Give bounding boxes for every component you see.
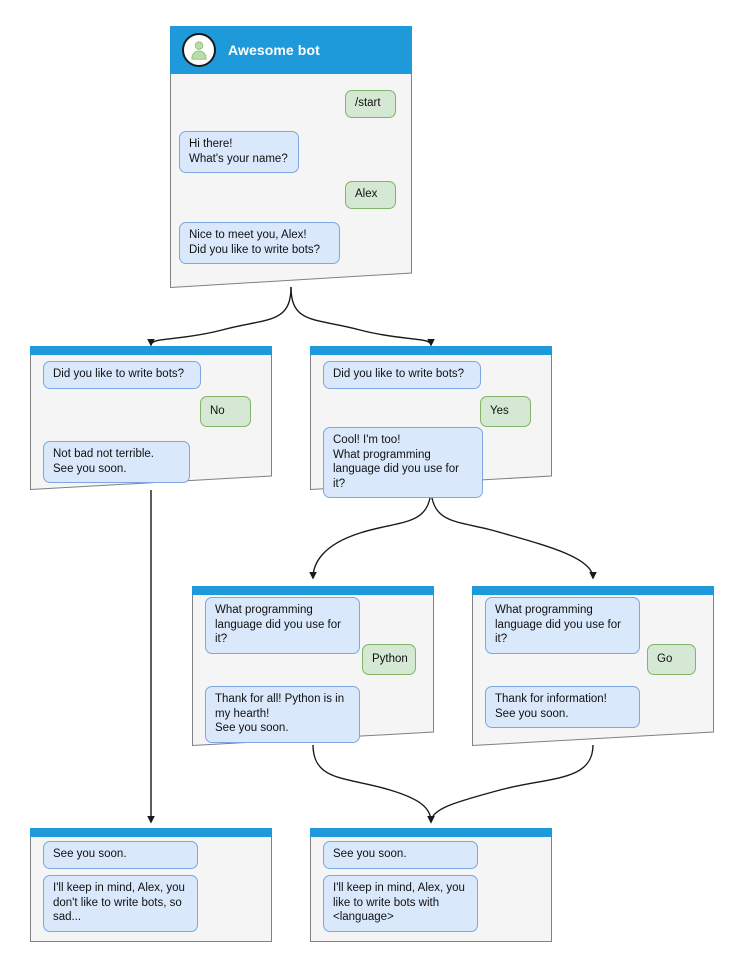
connector-start-to-no	[147, 286, 292, 347]
card-start-header: Awesome bot	[170, 26, 412, 74]
avatar	[182, 33, 216, 67]
message-bubble-user: Alex	[345, 181, 396, 209]
card-end-happy[interactable]: See you soon. I'll keep in mind, Alex, y…	[310, 828, 552, 942]
card-lang-go-header	[472, 586, 714, 595]
card-end-sad[interactable]: See you soon. I'll keep in mind, Alex, y…	[30, 828, 272, 942]
card-end-happy-header	[310, 828, 552, 837]
person-icon	[191, 41, 207, 60]
connector-go-to-end-happy	[427, 744, 594, 824]
message-bubble-user: /start	[345, 90, 396, 118]
message-bubble-user: Yes	[480, 396, 531, 427]
connector-start-to-yes	[290, 286, 435, 347]
card-start[interactable]: Awesome bot /start Hi there! What's your…	[170, 26, 412, 288]
message-bubble-user: No	[200, 396, 251, 427]
message-bubble-bot: Hi there! What's your name?	[179, 131, 299, 173]
message-bubble-bot: Not bad not terrible. See you soon.	[43, 441, 190, 483]
message-bubble-user: Python	[362, 644, 416, 675]
message-bubble-bot: Did you like to write bots?	[323, 361, 481, 389]
message-bubble-bot: Cool! I'm too! What programming language…	[323, 427, 483, 498]
card-lang-go[interactable]: What programming language did you use fo…	[472, 586, 714, 746]
card-lang-python[interactable]: What programming language did you use fo…	[192, 586, 434, 746]
card-end-sad-header	[30, 828, 272, 837]
card-answer-no-header	[30, 346, 272, 355]
message-bubble-bot: Thank for information! See you soon.	[485, 686, 640, 728]
message-bubble-bot: I'll keep in mind, Alex, you like to wri…	[323, 875, 478, 932]
card-answer-yes[interactable]: Did you like to write bots? Yes Cool! I'…	[310, 346, 552, 498]
message-bubble-bot: What programming language did you use fo…	[205, 597, 360, 654]
bot-name-label: Awesome bot	[228, 42, 320, 58]
message-bubble-bot: What programming language did you use fo…	[485, 597, 640, 654]
card-answer-yes-header	[310, 346, 552, 355]
message-bubble-bot: Nice to meet you, Alex! Did you like to …	[179, 222, 340, 264]
connector-python-to-end-happy	[312, 744, 435, 824]
message-bubble-bot: Thank for all! Python is in my hearth! S…	[205, 686, 360, 743]
card-lang-python-header	[192, 586, 434, 595]
message-bubble-bot: See you soon.	[323, 841, 478, 869]
message-bubble-bot: I'll keep in mind, Alex, you don't like …	[43, 875, 198, 932]
connector-yes-to-go	[430, 486, 597, 580]
connector-yes-to-python	[309, 486, 432, 580]
message-bubble-user: Go	[647, 644, 696, 675]
message-bubble-bot: See you soon.	[43, 841, 198, 869]
card-answer-no[interactable]: Did you like to write bots? No Not bad n…	[30, 346, 272, 490]
message-bubble-bot: Did you like to write bots?	[43, 361, 201, 389]
